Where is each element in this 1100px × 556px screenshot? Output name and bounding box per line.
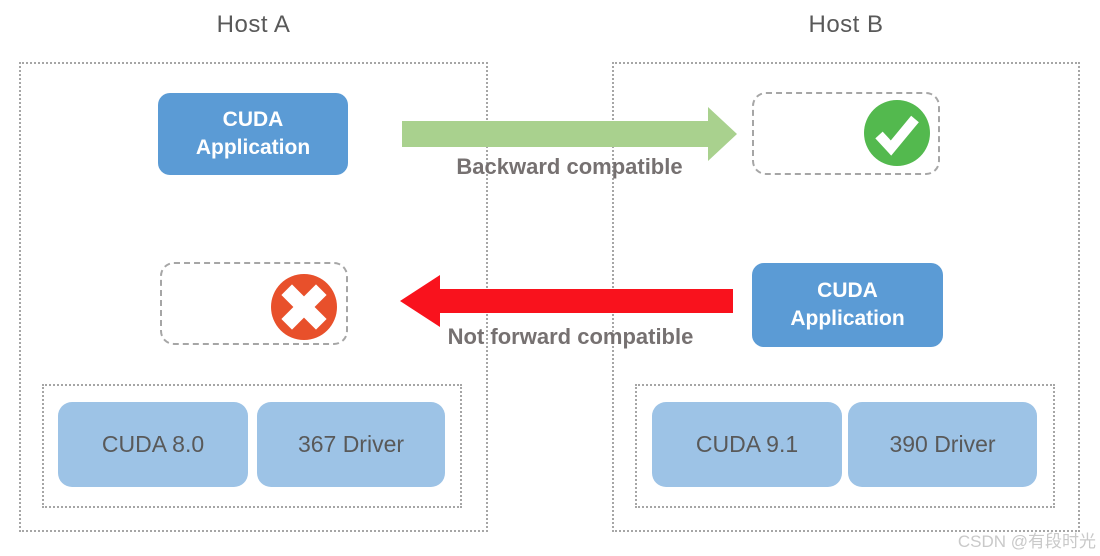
host-a-title: Host A xyxy=(216,11,291,38)
host-b-cuda-application-box: CUDA Application xyxy=(752,263,943,347)
host-b-app-placeholder xyxy=(752,92,940,175)
host-a-app-placeholder xyxy=(160,262,348,345)
watermark: CSDN @有段时光 xyxy=(957,532,1096,551)
host-b-title: Host B xyxy=(808,11,884,38)
host-a-stack-container xyxy=(42,384,462,508)
host-b-driver-pill: 390 Driver xyxy=(848,402,1037,487)
backward-compatible-arrow xyxy=(402,107,737,161)
host-b-stack-container xyxy=(635,384,1055,508)
backward-compatible-label: Backward compatible xyxy=(456,154,683,179)
x-circle-icon xyxy=(271,274,337,340)
host-a-driver-pill: 367 Driver xyxy=(257,402,445,487)
app-label-line1: CUDA xyxy=(222,108,284,132)
app-label-line2: Application xyxy=(790,307,905,330)
x-glyph-stroke2 xyxy=(281,284,327,330)
not-forward-compatible-label: Not forward compatible xyxy=(447,324,694,349)
check-circle-icon xyxy=(864,100,930,166)
host-a-cuda-version-pill: CUDA 8.0 xyxy=(58,402,248,487)
host-b-cuda-version-pill: CUDA 9.1 xyxy=(652,402,842,487)
check-glyph xyxy=(875,115,919,156)
not-forward-compatible-arrow xyxy=(400,275,733,327)
app-label-line1: CUDA xyxy=(817,279,878,303)
host-a-cuda-application-box: CUDA Application xyxy=(158,93,348,175)
app-label-line2: Application xyxy=(195,136,311,159)
